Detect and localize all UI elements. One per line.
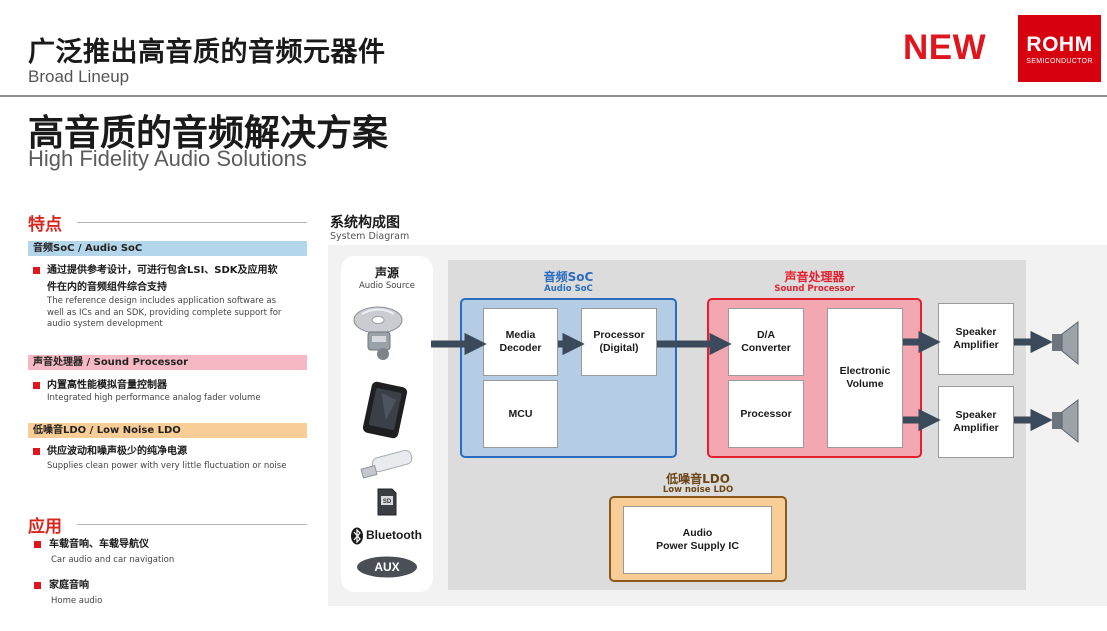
diagram-subtitle: System Diagram bbox=[330, 231, 410, 242]
audio-power-supply-ic-block: Audio Power Supply IC bbox=[623, 506, 772, 574]
feature-soc-zh-line1: 通过提供参考设计，可进行包含LSI、SDK及应用软 bbox=[47, 265, 278, 276]
mcu-block: MCU bbox=[483, 380, 558, 448]
sound-processor-title: 声音处理器 bbox=[784, 270, 845, 284]
bullet-marker bbox=[34, 582, 41, 589]
page-title: 高音质的音频解决方案 bbox=[28, 113, 389, 154]
new-badge: NEW bbox=[903, 28, 987, 67]
feature-soc-en-line3: audio system development bbox=[47, 319, 163, 329]
logo-subtext: SEMICONDUCTOR bbox=[1026, 58, 1093, 65]
application-home-en: Home audio bbox=[51, 596, 103, 606]
feature-soc-en-line2: well as ICs and an SDK, providing comple… bbox=[47, 307, 282, 318]
feature-bar-audio-soc: 音频SoC / Audio SoC bbox=[28, 241, 307, 256]
rohm-logo: ROHM SEMICONDUCTOR bbox=[1018, 15, 1101, 82]
bullet-marker bbox=[34, 541, 41, 548]
processor-digital-block: Processor (Digital) bbox=[581, 308, 657, 376]
bullet-marker bbox=[33, 267, 40, 274]
application-home-zh: 家庭音响 bbox=[49, 580, 89, 591]
feature-soc-zh-line2: 件在内的音频组件综合支持 bbox=[47, 282, 167, 293]
feature-bar-sound-processor: 声音处理器 / Sound Processor bbox=[28, 355, 307, 370]
soc-title: 音频SoC bbox=[543, 270, 594, 284]
header-divider bbox=[0, 95, 1107, 97]
diagram-title: 系统构成图 bbox=[330, 215, 400, 231]
logo-text: ROHM bbox=[1026, 33, 1093, 56]
bluetooth-label: Bluetooth bbox=[366, 528, 422, 542]
feature-soc-en-line1: The reference design includes applicatio… bbox=[47, 296, 277, 306]
header-subtitle: Broad Lineup bbox=[28, 67, 130, 86]
ldo-title: 低噪音LDO bbox=[666, 472, 730, 486]
feature-ldo-zh: 供应波动和噪声极少的纯净电源 bbox=[47, 446, 187, 457]
audio-source-title: 声源 bbox=[374, 266, 399, 280]
electronic-volume-block: Electronic Volume bbox=[827, 308, 903, 448]
feature-bar-low-noise-ldo: 低噪音LDO / Low Noise LDO bbox=[28, 423, 307, 438]
processor-block: Processor bbox=[728, 380, 804, 448]
media-decoder-block: Media Decoder bbox=[483, 308, 558, 376]
bullet-marker bbox=[33, 448, 40, 455]
feature-sp-en: Integrated high performance analog fader… bbox=[47, 393, 261, 403]
aux-label: AUX bbox=[374, 560, 400, 574]
application-car-en: Car audio and car navigation bbox=[51, 555, 175, 565]
speaker-amplifier-2: Speaker Amplifier bbox=[938, 386, 1014, 458]
soc-subtitle: Audio SoC bbox=[544, 284, 593, 294]
feature-ldo-en: Supplies clean power with very little fl… bbox=[47, 461, 287, 471]
audio-source-subtitle: Audio Source bbox=[358, 281, 416, 291]
application-car-zh: 车载音响、车载导航仪 bbox=[49, 539, 149, 550]
sound-processor-subtitle: Sound Processor bbox=[774, 284, 855, 294]
speaker-amplifier-1: Speaker Amplifier bbox=[938, 303, 1014, 375]
ldo-subtitle: Low noise LDO bbox=[662, 485, 734, 495]
feature-sp-zh: 内置高性能模拟音量控制器 bbox=[47, 380, 167, 391]
bullet-marker bbox=[33, 382, 40, 389]
applications-rule bbox=[77, 524, 307, 525]
features-heading: 特点 bbox=[28, 215, 62, 235]
features-rule bbox=[77, 222, 307, 223]
page-subtitle: High Fidelity Audio Solutions bbox=[28, 146, 307, 171]
applications-heading: 应用 bbox=[28, 517, 62, 537]
header-title: 广泛推出高音质的音频元器件 bbox=[28, 37, 386, 68]
da-converter-block: D/A Converter bbox=[728, 308, 804, 376]
